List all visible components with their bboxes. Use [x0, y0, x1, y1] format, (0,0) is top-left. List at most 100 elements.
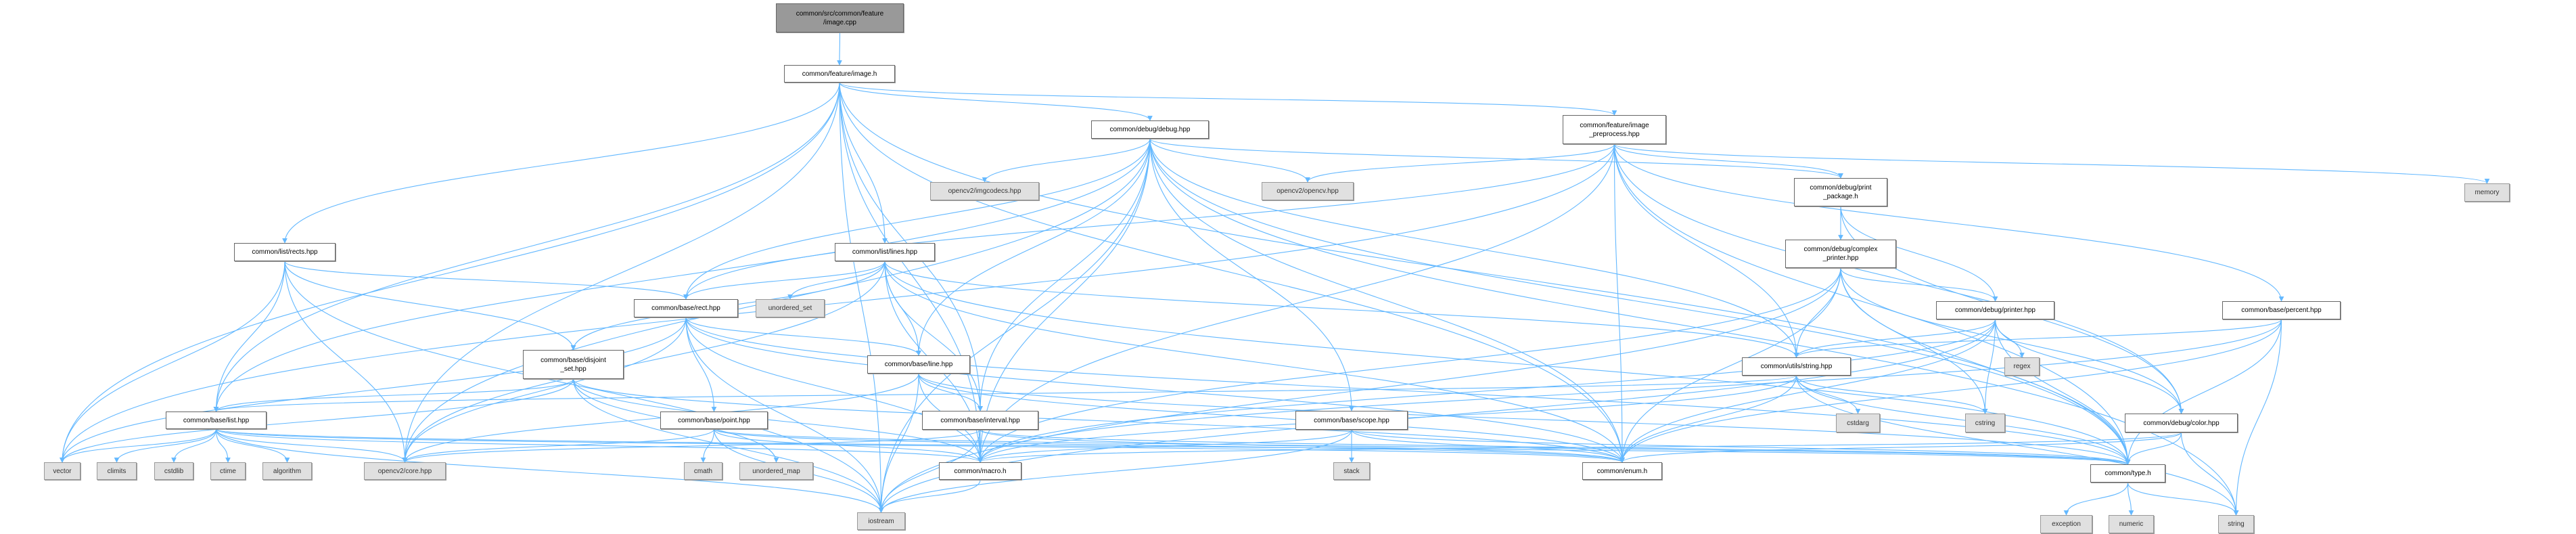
graph-node-exception: exception — [2040, 515, 2092, 533]
edge-debug-to-opencv — [1149, 138, 1310, 183]
edge-preprocess-to-vector — [60, 143, 1615, 463]
graph-node-rects[interactable]: common/list/rects.hpp — [234, 243, 336, 261]
graph-node-scope[interactable]: common/base/scope.hpp — [1295, 411, 1408, 430]
graph-node-numeric: numeric — [2109, 515, 2154, 533]
edge-list-to-vector — [60, 428, 217, 463]
edge-debug-to-interval — [978, 138, 1151, 411]
graph-node-string: string — [2218, 515, 2254, 533]
edge-preprocess-to-enum — [1613, 143, 1625, 463]
edge-preprocess-to-ustring — [1613, 143, 1799, 358]
edge-type-to-numeric — [2127, 482, 2134, 516]
edge-complex-to-type — [1840, 267, 2131, 465]
edge-preprocess-to-memory — [1613, 143, 2490, 184]
edge-line-to-enum — [918, 373, 1625, 463]
edge-rects-to-rect — [284, 261, 689, 300]
graph-node-print-package[interactable]: common/debug/print _package.h — [1794, 178, 1887, 206]
edge-list-to-algorithm — [215, 428, 290, 463]
graph-node-cstdarg: cstdarg — [1836, 414, 1880, 432]
graph-node-lines[interactable]: common/list/lines.hpp — [835, 243, 935, 261]
edge-lines-to-interval — [884, 261, 983, 411]
edge-list-to-cvcore — [215, 428, 408, 463]
edge-complex-to-ustring — [1793, 267, 1841, 358]
edge-rect-to-type — [685, 317, 2131, 465]
edge-rect-to-line — [685, 317, 921, 356]
edge-debug-to-iostream — [878, 138, 1151, 513]
edge-print_package-to-printer — [1840, 206, 1998, 302]
edge-preprocess-to-color — [1613, 143, 2184, 414]
edge-debug-to-list — [213, 138, 1151, 412]
edge-debug-to-macro — [978, 138, 1151, 463]
edge-interval-to-type — [980, 429, 2130, 465]
edge-lines-to-cvcore — [402, 261, 886, 463]
edge-scope-to-iostream — [878, 429, 1352, 513]
edge-printer-to-macro — [978, 319, 1996, 463]
edge-color-to-enum — [1619, 432, 2182, 463]
edge-rect-to-cvcore — [402, 317, 687, 463]
graph-node-ustring[interactable]: common/utils/string.hpp — [1742, 357, 1851, 376]
graph-node-cstdlib: cstdlib — [154, 462, 193, 480]
graph-node-image-h[interactable]: common/feature/image.h — [784, 65, 895, 83]
edge-complex-to-enum — [1619, 267, 1841, 463]
graph-node-type[interactable]: common/type.h — [2090, 464, 2165, 483]
edge-image_h-to-vector — [60, 82, 840, 463]
graph-node-interval[interactable]: common/base/interval.hpp — [922, 411, 1038, 430]
graph-node-point[interactable]: common/base/point.hpp — [660, 411, 768, 429]
graph-node-color[interactable]: common/debug/color.hpp — [2125, 414, 2238, 432]
edge-line-to-interval — [918, 373, 983, 411]
graph-node-unordered-set: unordered_set — [756, 299, 825, 317]
edge-image_h-to-enum — [839, 82, 1625, 463]
graph-node-list[interactable]: common/base/list.hpp — [166, 411, 267, 429]
edge-debug-to-ustring — [1149, 138, 1799, 358]
edge-debug-to-rect — [683, 138, 1151, 300]
edge-rects-to-disjoint — [284, 261, 576, 351]
graph-node-printer[interactable]: common/debug/printer.hpp — [1936, 301, 2054, 319]
edge-debug-to-type — [1149, 138, 2131, 465]
edge-rects-to-cvcore — [284, 261, 408, 463]
graph-node-root: common/src/common/feature /image.cpp — [776, 3, 904, 32]
edge-type-to-string — [2127, 482, 2239, 516]
graph-node-disjoint[interactable]: common/base/disjoint _set.hpp — [523, 350, 624, 379]
graph-node-cstring: cstring — [1965, 414, 2005, 432]
edge-list-to-iostream — [215, 428, 884, 513]
edge-debug-to-scope — [1149, 138, 1354, 411]
graph-node-enum[interactable]: common/enum.h — [1582, 462, 1662, 480]
graph-node-percent[interactable]: common/base/percent.hpp — [2222, 301, 2341, 319]
edge-percent-to-string — [2233, 319, 2282, 516]
edge-image_h-to-preprocess — [839, 82, 1617, 116]
edge-ustring-to-cstring — [1795, 375, 1988, 414]
edge-line-to-iostream — [878, 373, 919, 513]
graph-node-debug[interactable]: common/debug/debug.hpp — [1091, 120, 1209, 139]
edge-point-to-type — [713, 428, 2130, 465]
edge-scope-to-macro — [978, 429, 1352, 463]
edge-scope-to-enum — [1351, 429, 1625, 463]
edge-debug-to-line — [916, 138, 1151, 356]
graph-node-rect[interactable]: common/base/rect.hpp — [634, 299, 738, 317]
graph-node-regex: regex — [2004, 357, 2040, 376]
graph-node-complex[interactable]: common/debug/complex _printer.hpp — [1785, 240, 1896, 268]
edge-preprocess-to-type — [1613, 143, 2131, 465]
edge-printer-to-type — [1994, 319, 2131, 465]
edge-list-to-cstdlib — [171, 428, 217, 463]
edge-color-to-string — [2180, 432, 2239, 516]
edge-disjoint-to-iostream — [572, 378, 884, 513]
edge-percent-to-macro — [978, 319, 2282, 463]
graph-node-algorithm: algorithm — [262, 462, 312, 480]
edge-image_h-to-list — [213, 82, 840, 412]
graph-node-preprocess[interactable]: common/feature/image _preprocess.hpp — [1563, 115, 1666, 144]
edge-list-to-ctime — [215, 428, 231, 463]
edge-list-to-enum — [215, 428, 1625, 463]
edge-lines-to-enum — [884, 261, 1625, 463]
graph-node-line[interactable]: common/base/line.hpp — [867, 355, 970, 374]
edge-printer-to-ustring — [1793, 319, 1996, 358]
graph-node-memory: memory — [2464, 183, 2510, 202]
graph-node-opencv: opencv2/opencv.hpp — [1262, 182, 1354, 200]
edge-disjoint-to-enum — [572, 378, 1625, 463]
edge-point-to-macro — [713, 428, 983, 463]
edge-rect-to-point — [685, 317, 717, 412]
graph-node-macro[interactable]: common/macro.h — [939, 462, 1021, 480]
edge-image_h-to-cvcore — [402, 82, 840, 463]
edge-line-to-type — [918, 373, 2131, 465]
edge-rect-to-macro — [685, 317, 983, 463]
edge-debug-to-imgcodecs — [982, 138, 1151, 183]
